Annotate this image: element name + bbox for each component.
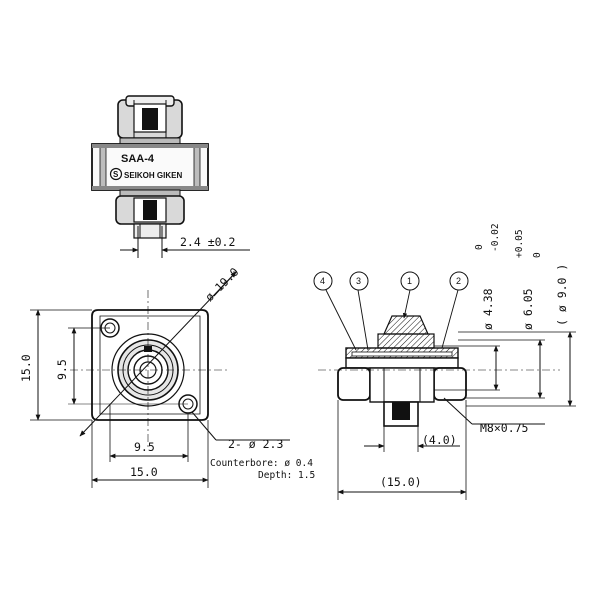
dim-height-inner-label: 9.5 (55, 359, 69, 380)
dim-top-gap-label: 2.4 ±0.2 (180, 235, 235, 249)
dim-front-height (30, 309, 188, 421)
dim-height-outer-label: 15.0 (19, 354, 33, 382)
balloon-4 (313, 271, 333, 291)
counterbore-label: Counterbore: ø 0.4 (210, 458, 313, 469)
side-width-label: (15.0) (380, 475, 422, 489)
balloon-group: 4 3 1 2 (313, 271, 469, 351)
brand-label: SEIKOH GIKEN (124, 171, 182, 180)
balloon-3 (349, 271, 369, 291)
thread-label: M8×0.75 (480, 421, 528, 435)
d1-main-label: ø 4.38 (481, 288, 495, 330)
d1-sup-label: 0 (474, 244, 485, 250)
dim-side-lengths (337, 400, 467, 500)
dim-width-inner-label: 9.5 (134, 440, 155, 454)
balloon-2-label: 2 (456, 276, 461, 286)
d2-main-label: ø 6.05 (521, 288, 535, 330)
dim-front-width (91, 404, 209, 488)
d1-sub-label: -0.02 (490, 223, 501, 252)
balloon-4-label: 4 (320, 276, 325, 286)
dim-width-outer-label: 15.0 (130, 465, 158, 479)
d2-sub-label: 0 (532, 252, 543, 258)
hole-callout-label: 2- ø 2.3 (228, 437, 283, 451)
dim-side-diameters (434, 331, 576, 407)
balloon-1 (400, 271, 420, 291)
balloon-3-label: 3 (356, 276, 361, 286)
balloon-1-label: 1 (407, 276, 412, 286)
top-product-view: SAA-4 S SEIKOH GIKEN (91, 95, 209, 239)
model-label: SAA-4 (121, 153, 155, 165)
side-section-view (318, 315, 560, 427)
depth-label: Depth: 1.5 (258, 470, 315, 481)
brand-mark: S (113, 170, 119, 179)
front-view (70, 271, 237, 450)
side-len-label: (4.0) (422, 433, 457, 447)
dim-diagonal-label: ø 19.0 (202, 265, 241, 304)
hole-callout (191, 411, 290, 441)
brand-logo-icon (109, 167, 123, 181)
d2-sup-label: +0.05 (514, 229, 525, 258)
d3-label: ( ø 9.0 ) (555, 264, 569, 326)
dim-top-gap: 2.4 ±0.2 (120, 226, 250, 258)
balloon-2 (449, 271, 469, 291)
